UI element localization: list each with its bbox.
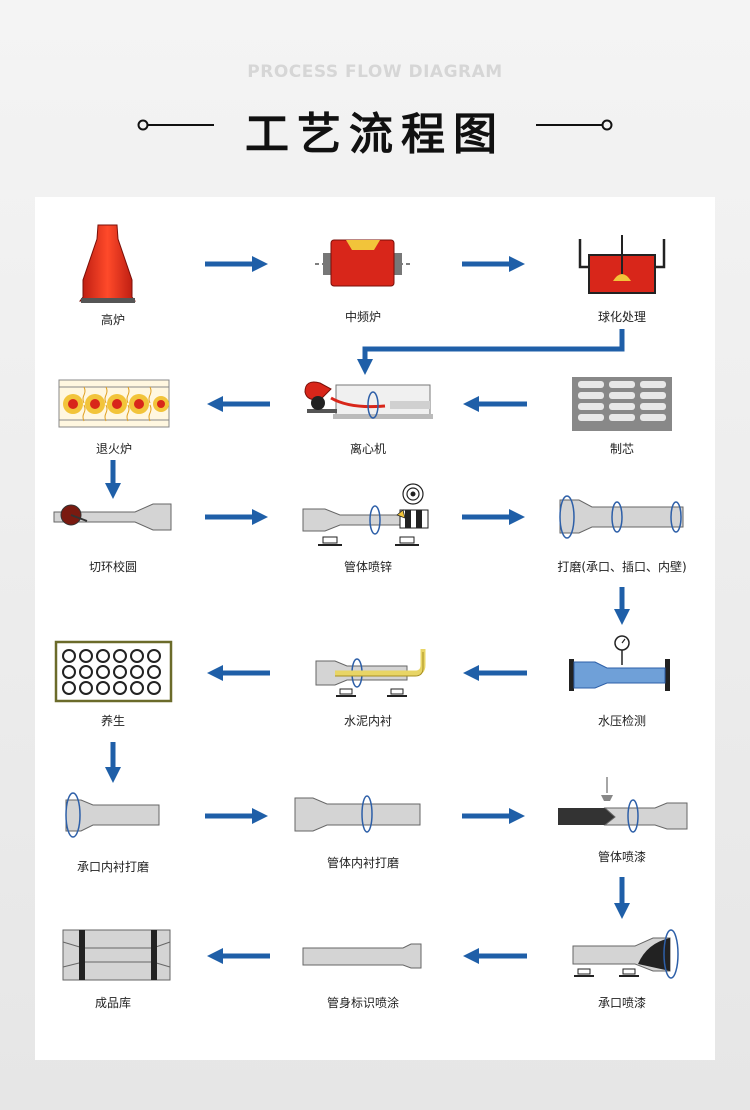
hydrostatic-test-icon [569,635,670,691]
core-rack-icon [572,377,672,431]
curing-rack-icon [54,640,173,703]
diagram-subtitle: PROCESS FLOW DIAGRAM [247,62,503,82]
step-label-core-making: 制芯 [609,442,634,456]
cement-lining-icon [315,649,426,697]
body-lining-grinding-icon [294,795,421,833]
step-label-zinc-spraying: 管体喷锌 [343,560,392,574]
finished-goods-icon [62,929,171,981]
ring-cutting-icon [53,503,172,531]
step-label-ring-cutting: 切环校圆 [88,560,137,574]
induction-furnace-icon [315,239,410,287]
centrifuge-icon [304,381,433,419]
step-label-grinding: 打磨(承口、插口、内壁) [557,560,687,574]
left-title-ornament [137,119,214,131]
core-rack-cells [578,381,666,421]
step-label-induction-furnace: 中频炉 [344,310,381,324]
flow-panel: 高炉 中频炉 球化处理 制芯 离心机 退火炉 切环校圆 管体喷锌 打磨(承口、插… [35,197,715,1060]
body-painting-icon [558,777,688,833]
socket-lining-grinding-icon [65,792,160,838]
flow-arrows [104,255,631,965]
pipe-marking-icon [302,943,422,969]
grinding-icon [559,495,684,539]
step-label-annealing: 退火炉 [95,442,132,456]
socket-painting-icon [572,929,679,979]
arrow-3-4-elbow [356,329,625,376]
spheroidizing-ladle-icon [578,235,666,294]
right-title-ornament [536,119,613,131]
step-label-spheroidizing: 球化处理 [597,310,646,324]
annealing-furnace-icon [58,379,170,428]
step-label-cement-lining: 水泥内衬 [343,714,392,728]
step-label-curing: 养生 [100,714,125,728]
step-label-body-lining-grinding: 管体内衬打磨 [326,856,399,870]
step-label-finished-goods: 成品库 [94,996,131,1010]
step-label-body-painting: 管体喷漆 [597,850,646,864]
step-label-hydrostatic-test: 水压检测 [597,714,646,728]
step-label-socket-painting: 承口喷漆 [597,996,646,1010]
diagram-title: 工艺流程图 [245,109,505,160]
step-label-centrifuge: 离心机 [349,442,386,456]
blast-furnace-icon [79,224,136,303]
zinc-spraying-icon [302,483,429,546]
step-label-socket-lining-grinding: 承口内衬打磨 [76,860,149,874]
step-label-blast-furnace: 高炉 [100,313,125,327]
step-label-pipe-marking: 管身标识喷涂 [326,996,399,1010]
